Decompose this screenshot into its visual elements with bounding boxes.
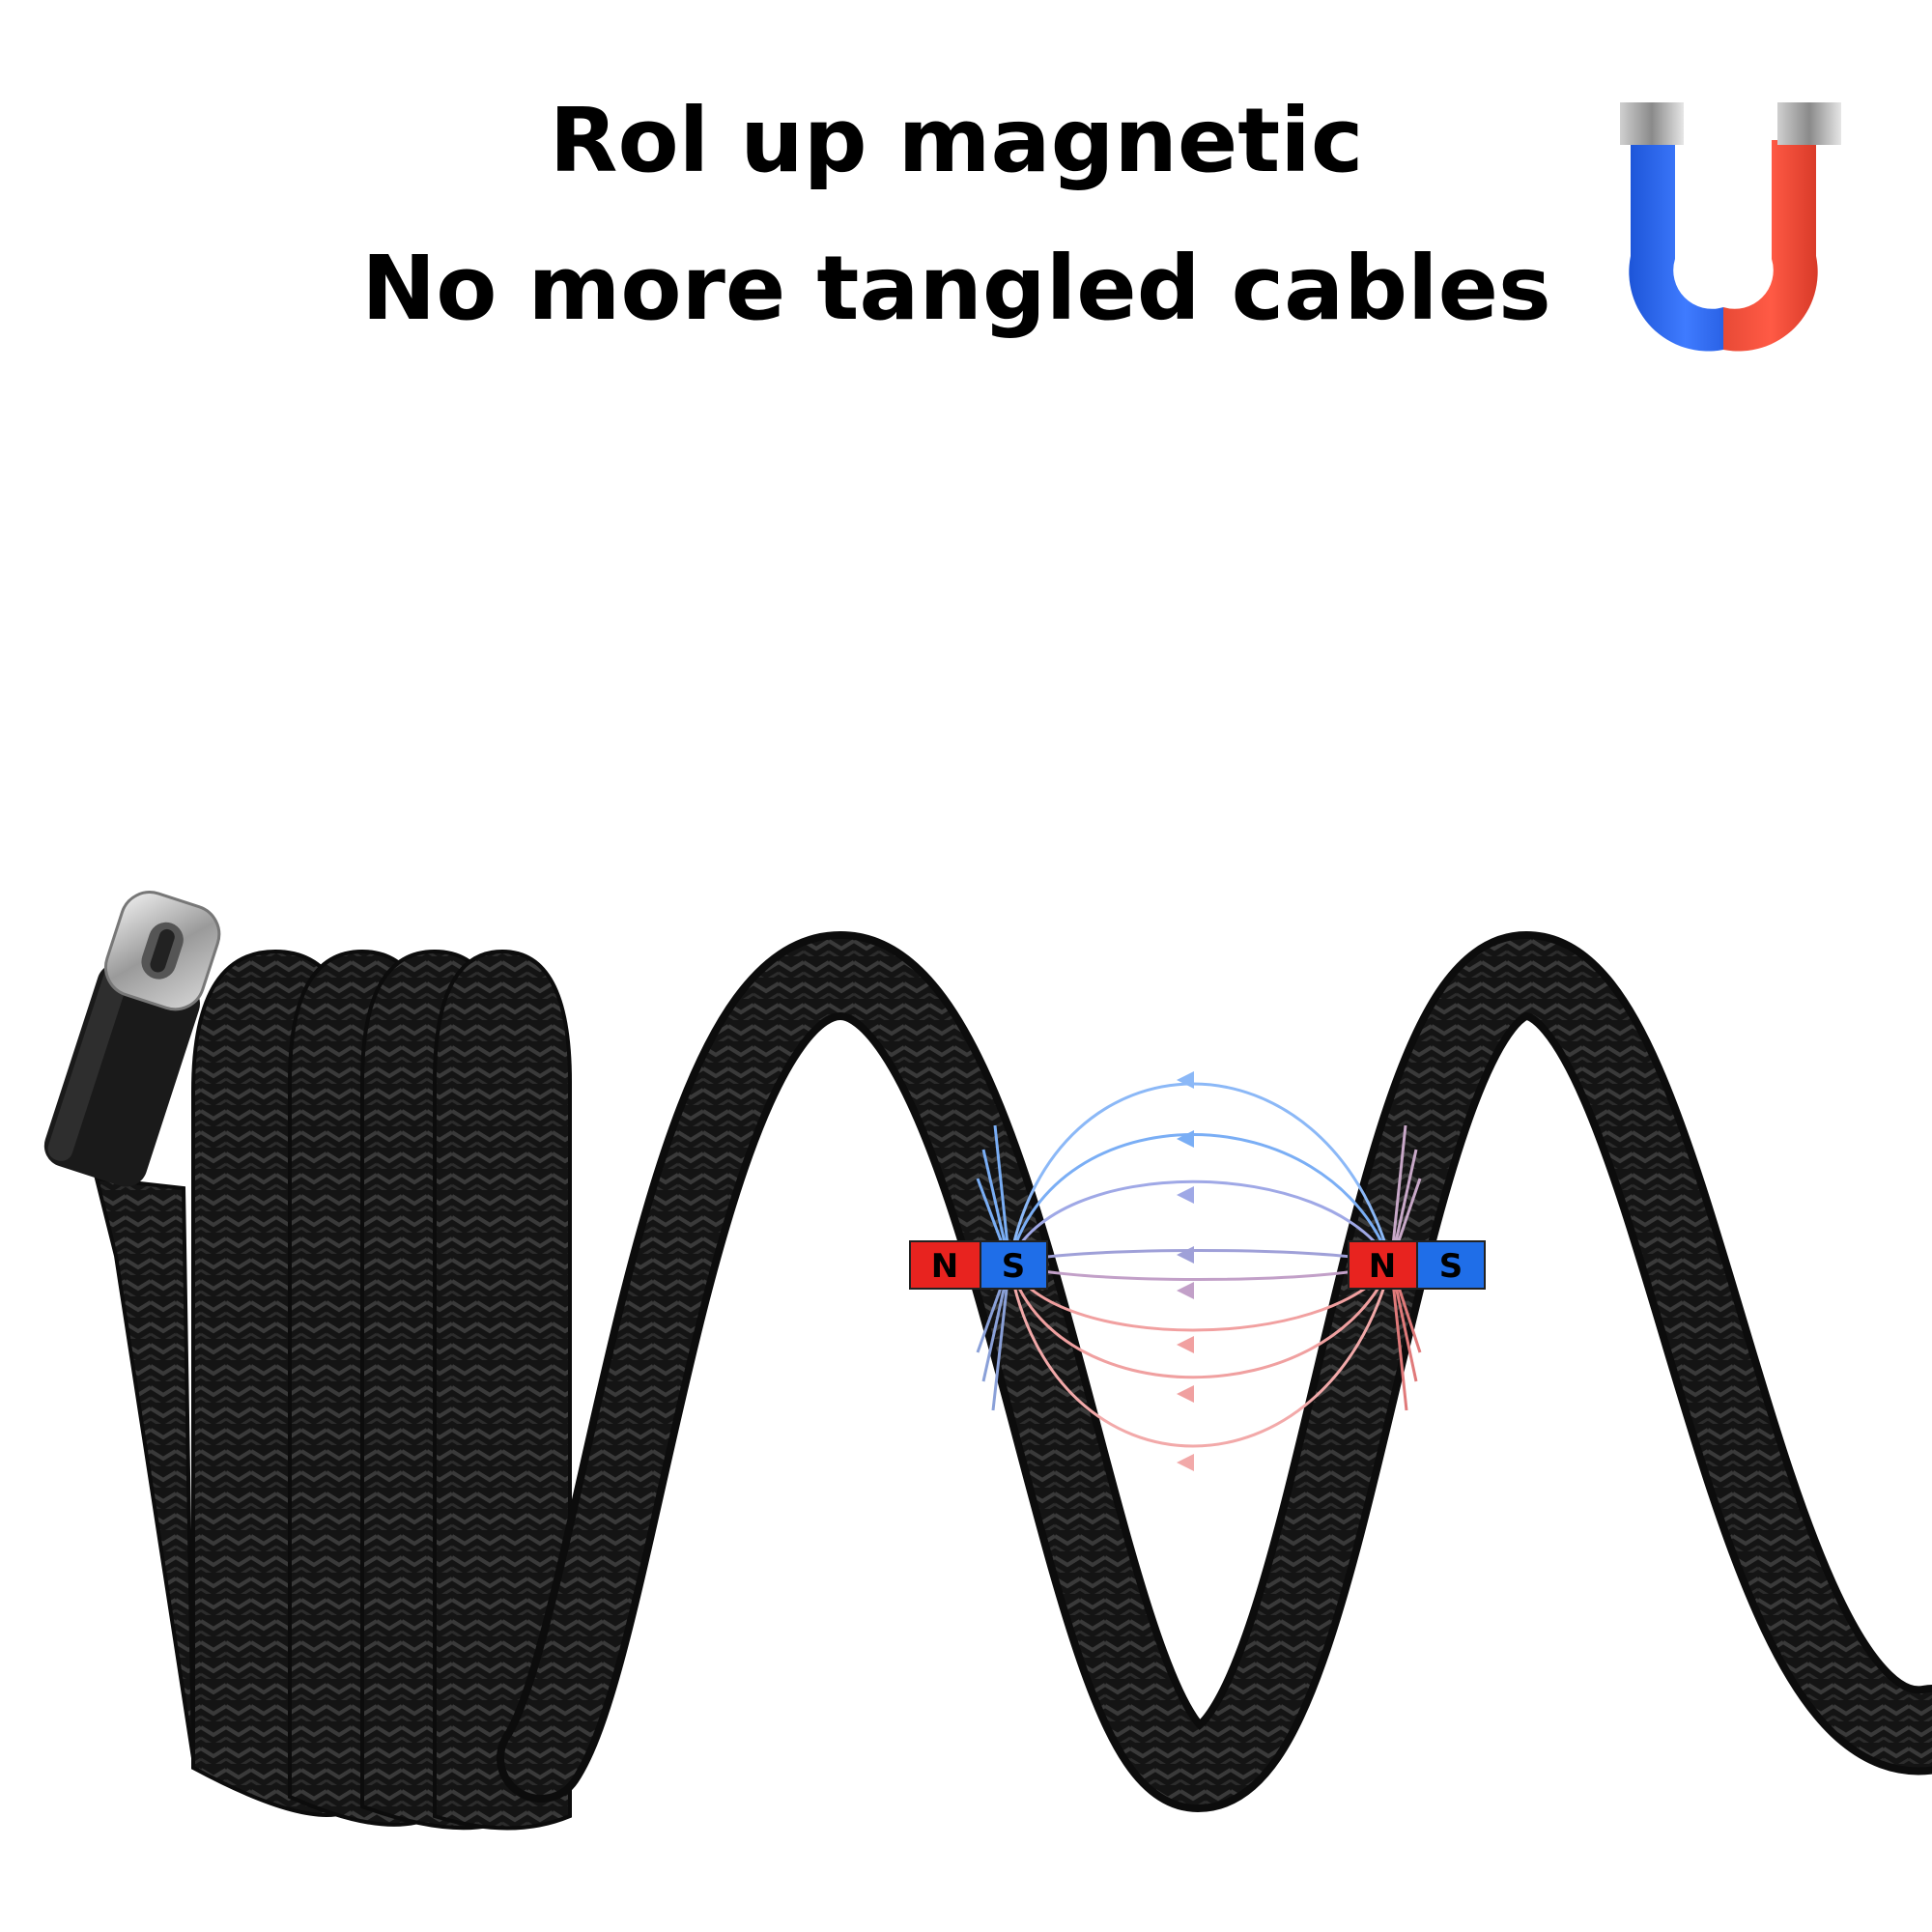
magnet-2: N S	[1348, 1240, 1486, 1290]
magnet-1: N S	[909, 1240, 1048, 1290]
usb-c-connector-icon	[43, 891, 221, 1759]
headline-line-2: No more tangled cables	[361, 237, 1551, 340]
magnetic-field-lines	[976, 1071, 1422, 1471]
magnet-1-south-label: S	[1002, 1247, 1026, 1286]
magnet-2-north-label: N	[1369, 1247, 1396, 1286]
horseshoe-magnet-icon	[1620, 102, 1841, 352]
coiled-cable	[191, 949, 572, 1831]
magnet-2-south-label: S	[1439, 1247, 1463, 1286]
magnet-1-north-label: N	[931, 1247, 958, 1286]
headline-line-1: Rol up magnetic	[549, 89, 1364, 192]
